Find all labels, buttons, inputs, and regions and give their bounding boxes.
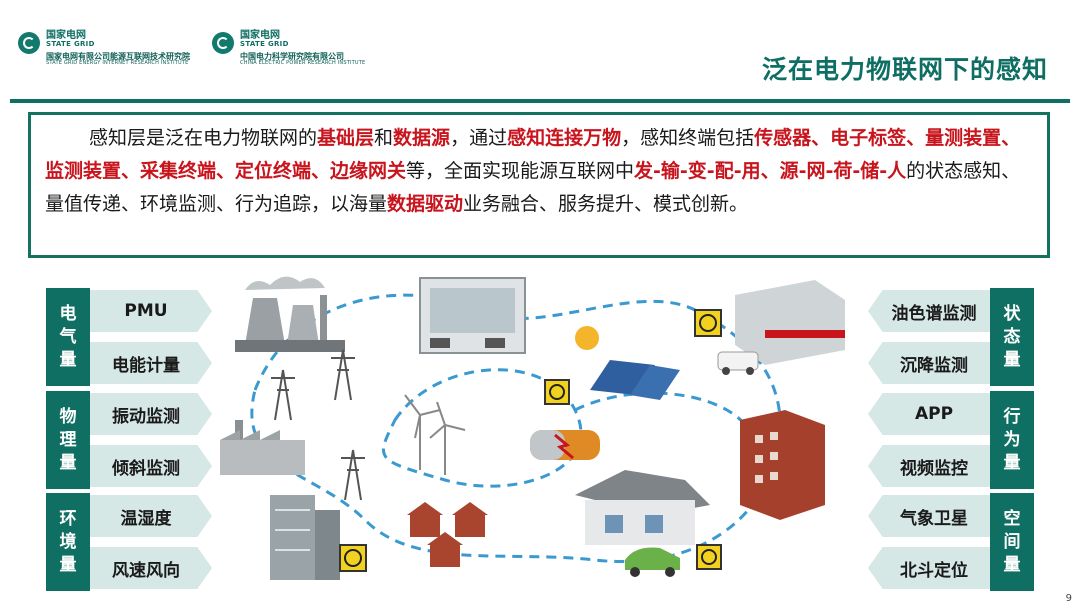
logo-org-en: CHINA ELECTRIC POWER RESEARCH INSTITUTE: [240, 60, 366, 67]
description-text: 等，全面实现能源互联网中: [406, 160, 635, 182]
item-weather-satellite: 气象卫星: [868, 495, 990, 537]
sensor-emblem-icon: [339, 309, 722, 572]
item-beidou-positioning: 北斗定位: [868, 547, 990, 589]
item-settlement-monitoring: 沉降监测: [868, 342, 990, 384]
logo-en: STATE GRID: [46, 40, 95, 48]
highlight-text: 传感器、电子标签、量测装置、监测装置、采集终端、定位终端、边缘网关: [45, 127, 1021, 182]
page-title: 泛在电力物联网下的感知: [761, 55, 1048, 84]
category-status: 状态量: [990, 288, 1034, 386]
wind-turbine-icon: [404, 394, 466, 475]
category-physical: 物理量: [46, 391, 90, 489]
logo-cn: 国家电网: [46, 30, 86, 41]
description-text: ，通过: [450, 127, 508, 149]
state-grid-emblem-icon: [18, 32, 40, 54]
highlight-text: 感知连接万物: [507, 127, 622, 149]
item-tilt-monitoring: 倾斜监测: [90, 445, 212, 487]
item-video-surveillance: 视频监控: [868, 445, 990, 487]
item-wind-speed-direction: 风速风向: [90, 547, 212, 589]
apartment-building-icon: [740, 410, 825, 520]
state-grid-logo-eiri: 国家电网 STATE GRID 国家电网有限公司能源互联网技术研究院 STATE…: [18, 30, 190, 67]
description-text: 和: [374, 127, 394, 149]
item-pmu: PMU: [90, 290, 212, 332]
office-tower-icon: [270, 495, 340, 580]
header-divider: [10, 99, 1070, 103]
item-oil-chromatography: 油色谱监测: [868, 290, 990, 332]
ambulance-icon: [717, 351, 759, 375]
state-grid-logo-cepri: 国家电网 STATE GRID 中国电力科学研究院有限公司 CHINA ELEC…: [212, 30, 365, 67]
transmission-tower-icon: [271, 349, 365, 501]
power-plant-icon: [235, 276, 345, 352]
category-spatial: 空间量: [990, 493, 1034, 591]
state-grid-emblem-icon: [212, 32, 234, 54]
control-center-icon: [419, 277, 526, 354]
description-box: 感知层是泛在电力物联网的基础层和数据源，通过感知连接万物，感知终端包括传感器、电…: [28, 112, 1050, 258]
battery-icon: [530, 430, 600, 460]
service-building-icon: [735, 280, 845, 365]
highlight-text: 数据驱动: [387, 193, 464, 215]
category-electrical: 电气量: [46, 288, 90, 386]
item-temperature-humidity: 温湿度: [90, 495, 212, 537]
item-app: APP: [868, 393, 990, 435]
highlight-text: 数据源: [393, 127, 451, 149]
factory-icon: [220, 420, 305, 475]
logo-cn: 国家电网: [240, 30, 280, 41]
solar-panel-icon: [575, 326, 680, 400]
smart-home-icon: [575, 470, 710, 545]
description-text: 的状态感知、量值传递、环境监测、行为追踪，以海量: [45, 160, 1021, 215]
residential-houses-icon: [407, 502, 488, 567]
item-vibration-monitoring: 振动监测: [90, 393, 212, 435]
electric-car-icon: [625, 547, 680, 577]
energy-internet-illustration: [220, 276, 845, 580]
logo-org: 中国电力科学研究院有限公司: [240, 51, 344, 61]
highlight-text: 基础层: [317, 127, 375, 149]
description-text: ，感知终端包括: [621, 127, 755, 149]
category-behavior: 行为量: [990, 391, 1034, 489]
item-energy-metering: 电能计量: [90, 342, 212, 384]
logo-org: 国家电网有限公司能源互联网技术研究院: [46, 51, 190, 61]
description-text: 业务融合、服务提升、模式创新。: [463, 193, 749, 215]
page-number: 9: [1065, 593, 1072, 604]
logo-org-en: STATE GRID ENERGY INTERNET RESEARCH INST…: [46, 60, 189, 67]
category-environmental: 环境量: [46, 493, 90, 591]
description-text: 感知层是泛在电力物联网的: [89, 127, 318, 149]
highlight-text: 发-输-变-配-用、源-网-荷-储-人: [634, 160, 907, 182]
logo-en: STATE GRID: [240, 40, 289, 48]
